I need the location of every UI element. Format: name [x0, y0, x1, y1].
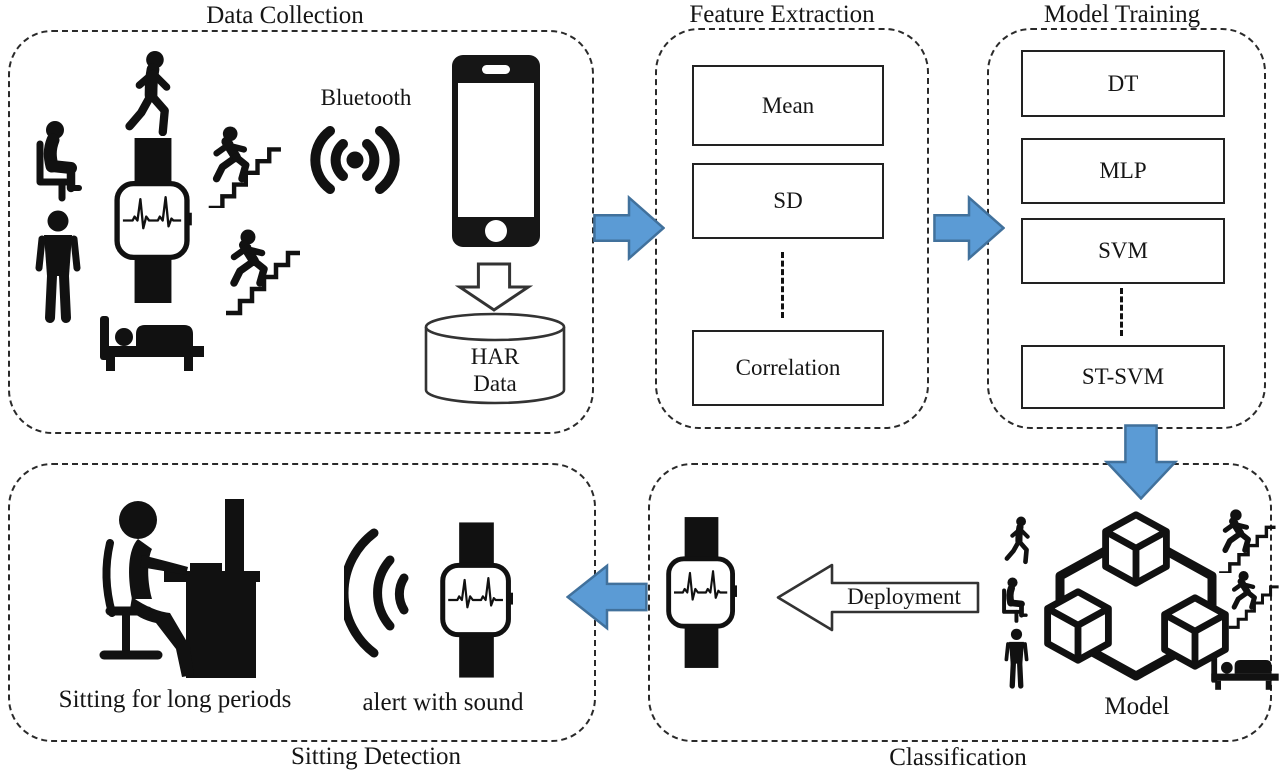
- smartphone-icon: [450, 53, 542, 249]
- classification-title: Classification: [889, 744, 1027, 771]
- feature-box-mean: Mean: [692, 65, 884, 146]
- feature-box-sd: SD: [692, 163, 884, 239]
- running-upstairs-icon: [1218, 563, 1280, 635]
- deployment-arrow: Deployment: [770, 559, 982, 636]
- data-collection-panel: [8, 30, 594, 434]
- sitting-person-icon: [30, 120, 96, 202]
- model-box-mlp: MLP: [1021, 138, 1225, 204]
- smartwatch-ecg-icon: [666, 509, 737, 676]
- model-cubes-network-icon: [1040, 504, 1232, 681]
- standing-person-icon: [26, 210, 90, 332]
- sleeping-in-bed-icon: [98, 312, 206, 372]
- smartwatch-ecg-icon: [114, 138, 192, 303]
- database-cylinder-icon: [424, 312, 566, 405]
- model-box-stsvm: ST-SVM: [1021, 345, 1225, 409]
- alert-caption: alert with sound: [362, 689, 524, 716]
- flow-arrow-down-icon: [1102, 424, 1180, 500]
- deployment-arrow-icon: [776, 563, 980, 632]
- data-collection-title: Data Collection: [206, 2, 364, 29]
- flow-arrow-right-icon: [593, 188, 665, 268]
- model-training-title: Model Training: [1043, 1, 1201, 28]
- sitting-caption: Sitting for long periods: [58, 686, 292, 713]
- feature-extraction-title: Feature Extraction: [689, 1, 875, 28]
- model-box-dt: DT: [1021, 50, 1225, 117]
- walking-person-icon: [120, 50, 186, 136]
- walking-person-icon: [1002, 512, 1038, 568]
- har-data-line2: Data: [473, 371, 517, 396]
- smartwatch-ecg-icon: [440, 517, 513, 683]
- sitting-person-icon: [999, 572, 1035, 628]
- model-box-svm: SVM: [1021, 218, 1225, 284]
- flow-arrow-left-icon: [566, 556, 648, 638]
- deployment-label: Deployment: [847, 583, 961, 609]
- sitting-detection-title: Sitting Detection: [290, 743, 462, 770]
- ellipsis-connector: [781, 252, 784, 318]
- bluetooth-label: Bluetooth: [320, 85, 412, 110]
- sleeping-in-bed-icon: [1210, 650, 1280, 692]
- bluetooth-signal-icon: [302, 116, 408, 204]
- running-upstairs-icon: [210, 226, 302, 316]
- har-database-cylinder: HAR Data: [423, 311, 567, 418]
- feature-box-correlation: Correlation: [692, 330, 884, 406]
- running-upstairs-icon: [192, 126, 284, 208]
- sound-waves-icon: [344, 528, 416, 658]
- flow-arrow-right-icon: [933, 188, 1005, 268]
- classification-panel: [648, 463, 1272, 742]
- ellipsis-connector: [1120, 288, 1123, 336]
- download-arrow-icon: [455, 262, 533, 312]
- standing-person-icon: [1000, 628, 1033, 694]
- model-label: Model: [1104, 693, 1170, 720]
- har-data-line1: HAR: [470, 344, 520, 369]
- har-data-label: HAR Data: [423, 343, 567, 397]
- person-at-desk-icon: [94, 497, 264, 683]
